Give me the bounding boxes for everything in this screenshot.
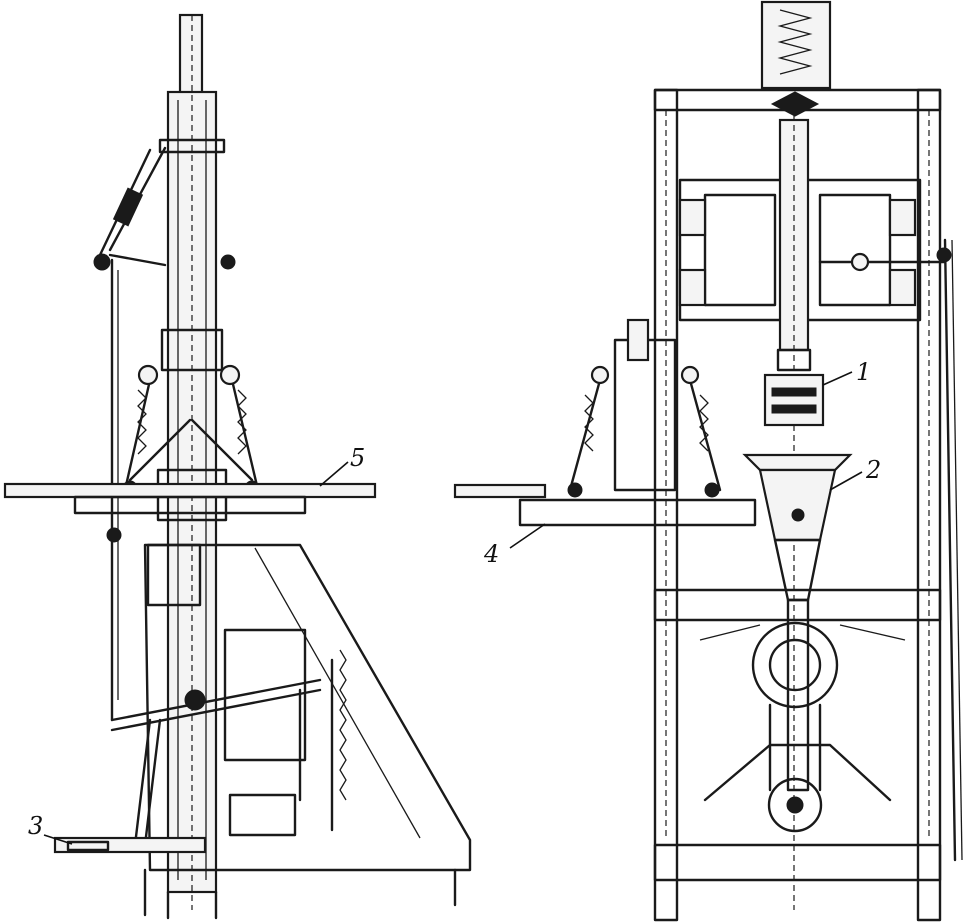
side-view (3, 13, 472, 920)
callout-1: 1 (822, 358, 871, 386)
front-view (453, 0, 963, 922)
callout-label-4: 4 (483, 540, 499, 568)
callout-2: 2 (829, 456, 881, 491)
callout-3: 3 (28, 812, 73, 845)
callout-label-2: 2 (865, 456, 881, 484)
callout-5: 5 (319, 444, 365, 487)
callout-label-3: 3 (28, 812, 43, 840)
callout-label-5: 5 (350, 444, 365, 472)
callout-label-1: 1 (856, 358, 871, 386)
callout-4: 4 (483, 523, 546, 568)
